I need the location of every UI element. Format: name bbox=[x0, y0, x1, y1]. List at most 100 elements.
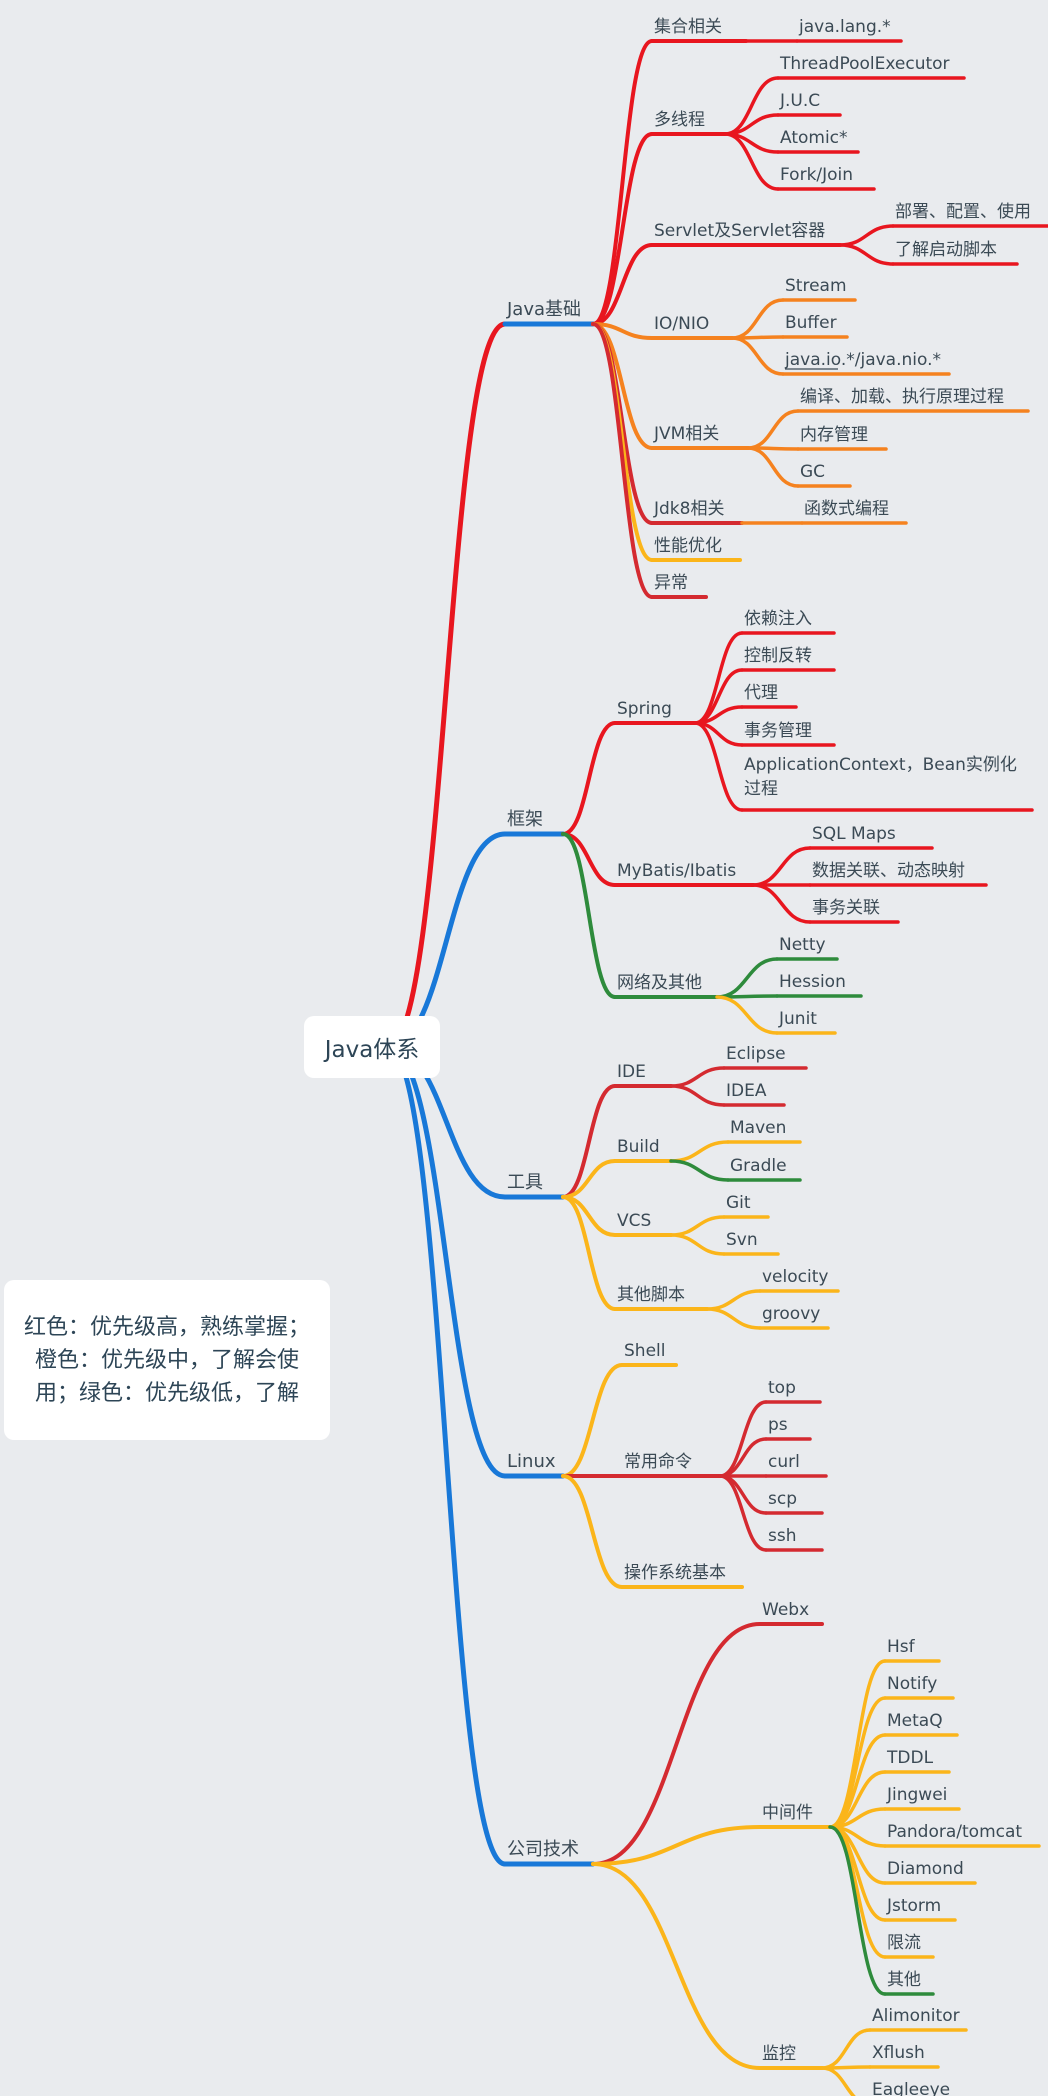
node-label-xflush[interactable]: Xflush bbox=[872, 2043, 925, 2063]
node-label-line[interactable]: ApplicationContext，Bean实例化 bbox=[744, 755, 1017, 775]
node-label-item[interactable]: 框架 bbox=[507, 809, 543, 830]
node-label-netty[interactable]: Netty bbox=[779, 935, 826, 955]
node-label-shell[interactable]: Shell bbox=[624, 1341, 665, 1361]
node-label-curl[interactable]: curl bbox=[768, 1452, 800, 1472]
node-label-item[interactable]: 依赖注入 bbox=[744, 609, 812, 629]
node-label-item[interactable]: 集合相关 bbox=[654, 17, 722, 37]
link-netty bbox=[715, 957, 779, 999]
node-label-item[interactable]: 监控 bbox=[762, 2044, 796, 2064]
node-label-notify[interactable]: Notify bbox=[887, 1674, 937, 1694]
node-label-velocity[interactable]: velocity bbox=[762, 1267, 828, 1287]
node-label-junit[interactable]: Junit bbox=[778, 1009, 817, 1029]
link-applicationcontext-bean bbox=[693, 721, 744, 812]
node-label-item[interactable]: 多线程 bbox=[654, 110, 705, 130]
link-item bbox=[591, 322, 654, 599]
node-label-webx[interactable]: Webx bbox=[762, 1600, 809, 1620]
node-label-jstorm[interactable]: Jstorm bbox=[886, 1896, 941, 1916]
node-label-servlet-servlet[interactable]: Servlet及Servlet容器 bbox=[654, 221, 825, 241]
node-label-jingwei[interactable]: Jingwei bbox=[886, 1785, 947, 1805]
node-label-svn[interactable]: Svn bbox=[726, 1230, 758, 1250]
node-label-j-u-c[interactable]: J.U.C bbox=[779, 91, 820, 111]
node-label-item[interactable]: 限流 bbox=[887, 1933, 921, 1953]
node-label-idea[interactable]: IDEA bbox=[726, 1081, 767, 1101]
node-label-alimonitor[interactable]: Alimonitor bbox=[872, 2006, 960, 2026]
node-label-diamond[interactable]: Diamond bbox=[887, 1859, 964, 1879]
link-io-nio bbox=[591, 322, 654, 340]
node-label-item[interactable]: 异常 bbox=[654, 573, 688, 593]
node-label-item[interactable]: 公司技术 bbox=[507, 1839, 579, 1860]
node-label-maven[interactable]: Maven bbox=[730, 1118, 786, 1138]
node-label-item[interactable]: 函数式编程 bbox=[804, 499, 889, 519]
node-label-ide[interactable]: IDE bbox=[617, 1062, 646, 1082]
node-label-ps[interactable]: ps bbox=[768, 1415, 788, 1435]
link-gradle bbox=[669, 1159, 730, 1182]
node-label-build[interactable]: Build bbox=[617, 1137, 660, 1157]
link-eagleeye bbox=[820, 2066, 856, 2096]
node-label-eclipse[interactable]: Eclipse bbox=[726, 1044, 786, 1064]
node-label-java-io-java-nio[interactable]: java.io.*/java.nio.* bbox=[784, 350, 941, 370]
node-label-threadpoolexecutor[interactable]: ThreadPoolExecutor bbox=[779, 54, 950, 74]
node-label-git[interactable]: Git bbox=[726, 1193, 751, 1213]
link-eclipse bbox=[669, 1066, 726, 1088]
node-label-item[interactable]: 控制反转 bbox=[744, 646, 812, 666]
node-label-ssh[interactable]: ssh bbox=[768, 1526, 797, 1546]
node-label-item[interactable]: 数据关联、动态映射 bbox=[812, 861, 965, 881]
node-label-item[interactable]: 常用命令 bbox=[624, 1452, 692, 1472]
node-label-tddl[interactable]: TDDL bbox=[886, 1748, 934, 1768]
node-label-hession[interactable]: Hession bbox=[779, 972, 846, 992]
node-label-vcs[interactable]: VCS bbox=[617, 1211, 651, 1231]
node-label-item[interactable]: 事务关联 bbox=[812, 898, 880, 918]
node-label-mybatis-ibatis[interactable]: MyBatis/Ibatis bbox=[617, 861, 736, 881]
node-label-groovy[interactable]: groovy bbox=[762, 1304, 820, 1324]
node-label-java-lang[interactable]: java.lang.* bbox=[798, 17, 891, 37]
link-item bbox=[751, 883, 812, 924]
node-label-hsf[interactable]: Hsf bbox=[887, 1637, 916, 1657]
link-item bbox=[561, 1195, 617, 1311]
node-label-gc[interactable]: GC bbox=[800, 462, 825, 482]
node-label-metaq[interactable]: MetaQ bbox=[887, 1711, 943, 1731]
node-label-linux[interactable]: Linux bbox=[507, 1451, 556, 1472]
node-label-item[interactable]: 中间件 bbox=[762, 1803, 813, 1823]
node-label-item[interactable]: 操作系统基本 bbox=[624, 1563, 726, 1583]
node-label-scp[interactable]: scp bbox=[768, 1489, 797, 1509]
root-node[interactable]: Java体系 bbox=[304, 1016, 440, 1078]
node-label-io-nio[interactable]: IO/NIO bbox=[654, 314, 709, 334]
node-label-line[interactable]: 过程 bbox=[744, 779, 778, 799]
node-label-top[interactable]: top bbox=[768, 1378, 796, 1398]
link-sql-maps bbox=[751, 846, 812, 887]
node-label-item[interactable]: 代理 bbox=[744, 683, 778, 703]
node-label-item[interactable]: 其他脚本 bbox=[617, 1285, 685, 1305]
node-label-java[interactable]: Java基础 bbox=[506, 299, 581, 320]
node-label-buffer[interactable]: Buffer bbox=[785, 313, 837, 333]
link-stream bbox=[730, 298, 785, 340]
node-label-jdk8[interactable]: Jdk8相关 bbox=[653, 499, 724, 519]
node-label-gradle[interactable]: Gradle bbox=[730, 1156, 787, 1176]
link-fork-join bbox=[723, 132, 780, 191]
node-label-fork-join[interactable]: Fork/Join bbox=[780, 165, 853, 185]
link-idea bbox=[669, 1084, 726, 1107]
link-gc bbox=[746, 446, 800, 488]
node-label-item[interactable]: 工具 bbox=[507, 1172, 543, 1193]
link-svn bbox=[669, 1233, 726, 1256]
node-label-atomic[interactable]: Atomic* bbox=[780, 128, 848, 148]
link-item bbox=[591, 1825, 762, 1866]
link-webx bbox=[591, 1622, 762, 1866]
legend-text: 红色：优先级高，熟练掌握；橙色：优先级中，了解会使用；绿色：优先级低，了解 bbox=[23, 1314, 310, 1406]
node-label-item[interactable]: 性能优化 bbox=[654, 536, 722, 556]
link-velocity bbox=[705, 1289, 762, 1311]
node-label-sql-maps[interactable]: SQL Maps bbox=[812, 824, 896, 844]
node-label-item[interactable]: 网络及其他 bbox=[617, 973, 702, 993]
node-label-item[interactable]: 内存管理 bbox=[800, 425, 868, 445]
node-label-eagleeye[interactable]: Eagleeye bbox=[872, 2080, 950, 2096]
node-label-item[interactable]: 部署、配置、使用 bbox=[895, 201, 1031, 222]
node-label-item[interactable]: 编译、加载、执行原理过程 bbox=[800, 387, 1004, 407]
node-label-stream[interactable]: Stream bbox=[785, 276, 847, 296]
node-label-pandora-tomcat[interactable]: Pandora/tomcat bbox=[887, 1822, 1022, 1842]
node-label-spring[interactable]: Spring bbox=[617, 699, 672, 719]
node-label-jvm[interactable]: JVM相关 bbox=[653, 424, 719, 444]
link-java bbox=[385, 321, 508, 1050]
node-label-item[interactable]: 事务管理 bbox=[744, 721, 812, 741]
node-label-item[interactable]: 了解启动脚本 bbox=[895, 240, 997, 260]
root-label: Java体系 bbox=[324, 1037, 420, 1063]
node-label-item[interactable]: 其他 bbox=[887, 1970, 921, 1990]
